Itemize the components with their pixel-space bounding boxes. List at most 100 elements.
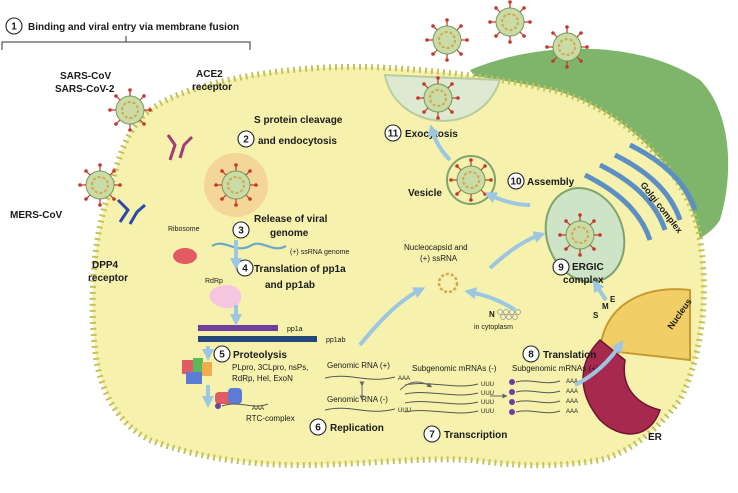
ace2-receptor-shape — [166, 134, 194, 161]
sars-cov-label: SARS-CoV — [60, 71, 111, 82]
pp1a-label: pp1a — [287, 326, 303, 333]
step4-line2: and pp1ab — [265, 280, 315, 291]
step9-line1: ERGIC — [572, 262, 604, 273]
n-cytoplasm-label: in cytoplasm — [474, 324, 513, 331]
nonstructural-proteins-cluster — [182, 358, 212, 384]
pp1a-bar — [198, 325, 278, 331]
e-protein-label: E — [610, 295, 616, 304]
mers-virion — [77, 162, 123, 208]
step1-bracket — [1, 41, 251, 50]
nucleocapsid-label-line2: (+) ssRNA — [420, 254, 458, 263]
subgenomic-pos-aaa-2: AAA — [566, 389, 578, 395]
step6-label: Replication — [330, 423, 384, 434]
step10-label: Assembly — [527, 177, 575, 188]
subgenomic-pos-strands — [509, 379, 561, 415]
process-arrows — [202, 124, 624, 408]
step1-badge — [5, 17, 23, 35]
dpp4-receptor-shape — [116, 198, 146, 225]
step4-number: 4 — [242, 264, 248, 275]
step2-line2: and endocytosis — [258, 136, 337, 147]
proteolysis-products-line1: PLpro, 3CLpro, nsPs, — [232, 363, 308, 372]
step3-line2: genome — [270, 228, 309, 239]
step10-badge — [507, 172, 525, 190]
step8-badge — [522, 345, 540, 363]
golgi-apparatus — [583, 142, 698, 241]
sars-cov-2-label: SARS-CoV-2 — [55, 84, 115, 95]
nucleocapsid-label-line1: Nucleocapsid and — [404, 243, 468, 252]
n-protein-label: N — [489, 310, 495, 319]
subgenomic-pos-label: Subgenomic mRNAs (+) — [512, 364, 599, 373]
step5-badge — [213, 345, 231, 363]
ribosome-shape — [173, 248, 197, 264]
proteolysis-products-line2: RdRp, Hel, ExoN — [232, 374, 293, 383]
ergic-virion — [557, 212, 603, 258]
released-virion-3 — [544, 24, 590, 70]
subgenomic-neg-uuu-2: UUU — [481, 391, 494, 397]
exocytosis-virion — [415, 75, 461, 121]
step8-label: Translation — [543, 350, 596, 361]
rdrp-label: RdRp — [205, 278, 223, 285]
step2-badge — [237, 130, 255, 148]
step9-number: 9 — [558, 263, 564, 274]
step1-number: 1 — [11, 22, 17, 33]
step6-badge — [309, 418, 327, 436]
step3-line1: Release of viral — [254, 214, 328, 225]
dpp4-label: DPP4 — [92, 260, 119, 271]
step3-badge — [232, 221, 250, 239]
pp1ab-label: pp1ab — [326, 337, 346, 344]
step11-number: 11 — [388, 129, 399, 140]
m-protein-label: M — [602, 302, 609, 311]
vesicle-virion — [448, 157, 494, 203]
mers-cov-label: MERS-CoV — [10, 210, 63, 221]
released-virion-2 — [487, 0, 533, 45]
subgenomic-neg-uuu-1: UUU — [481, 382, 494, 388]
ribosome-label: Ribosome — [168, 226, 200, 233]
step3-number: 3 — [238, 226, 244, 237]
pp1ab-bar — [198, 336, 317, 342]
ssrna-genome-label: (+) ssRNA genome — [290, 249, 349, 256]
genomic-rna-pos-label: Genomic RNA (+) — [327, 361, 390, 370]
step11-badge — [384, 124, 402, 142]
step1-label: Binding and viral entry via membrane fus… — [28, 22, 239, 33]
subgenomic-pos-aaa-1: AAA — [566, 379, 578, 385]
vesicle-label: Vesicle — [408, 188, 442, 199]
vesicle — [446, 155, 496, 205]
subgenomic-neg-uuu-3: UUU — [481, 400, 494, 406]
step5-label: Proteolysis — [233, 350, 287, 361]
subgenomic-neg-label: Subgenomic mRNAs (-) — [412, 364, 497, 373]
viral-genome-strand — [211, 242, 287, 250]
step9-badge — [552, 258, 570, 276]
step9-line2: complex — [563, 275, 604, 286]
genomic-pos-aaa: AAA — [398, 376, 410, 382]
step5-number: 5 — [219, 350, 225, 361]
step7-badge — [423, 425, 441, 443]
er-label: ER — [648, 432, 663, 443]
nucleocapsid-shape — [437, 272, 459, 294]
step2-number: 2 — [243, 135, 249, 146]
step2-line1: S protein cleavage — [254, 115, 343, 126]
rtc-complex-shape — [215, 388, 242, 404]
released-virion-1 — [424, 17, 470, 63]
s-protein-label: S — [593, 311, 599, 320]
rtc-aaa-label: AAA — [252, 406, 264, 412]
subgenomic-pos-aaa-3: AAA — [566, 399, 578, 405]
subgenomic-neg-uuu-4: UUU — [481, 409, 494, 415]
step7-label: Transcription — [444, 430, 507, 441]
rdrp-shape — [209, 284, 242, 309]
subgenomic-neg-strands — [404, 383, 479, 414]
genomic-neg-uuu: UUU — [398, 408, 411, 414]
ace2-label: ACE2 — [196, 69, 223, 80]
endosome-virion — [213, 162, 259, 208]
step6-number: 6 — [315, 423, 321, 434]
dpp4-receptor-word: receptor — [88, 273, 128, 284]
step10-number: 10 — [510, 177, 522, 188]
ace2-receptor-word: receptor — [192, 82, 232, 93]
subgenomic-pos-aaa-4: AAA — [566, 409, 578, 415]
step7-number: 7 — [429, 430, 435, 441]
rtc-label: RTC-complex — [246, 414, 295, 423]
step4-line1: Translation of pp1a — [254, 264, 346, 275]
n-protein-cluster — [497, 309, 521, 320]
step8-number: 8 — [528, 350, 534, 361]
small-arrows — [359, 381, 508, 401]
